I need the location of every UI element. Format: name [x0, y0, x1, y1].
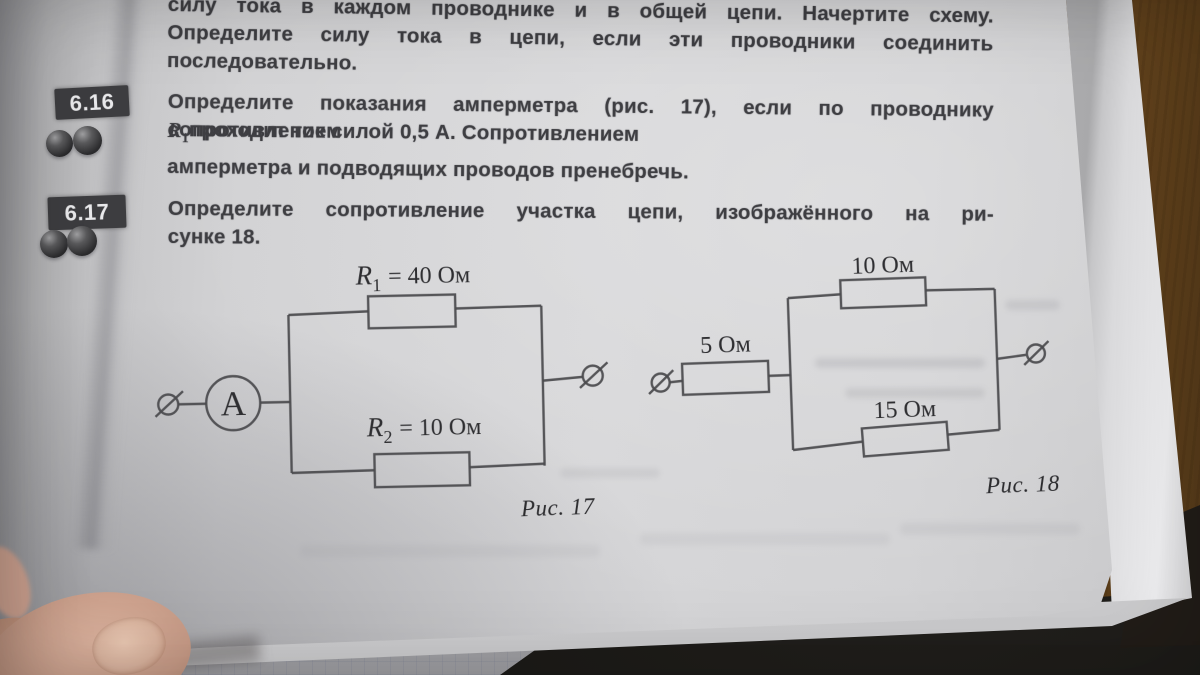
resistor-5ohm-label: 5 Ом — [700, 331, 751, 359]
resistor-r1 — [366, 293, 457, 330]
wire — [291, 469, 375, 475]
wire — [287, 314, 293, 473]
resistor-15ohm-label: 15 Ом — [873, 396, 936, 424]
problem-number-badge-616: 6.16 — [54, 85, 130, 120]
wire — [947, 428, 1000, 436]
bleedthrough-smudge — [815, 358, 985, 368]
wire — [260, 400, 291, 404]
wire — [787, 293, 841, 300]
bleedthrough-smudge — [640, 533, 890, 545]
bleedthrough-smudge — [900, 523, 1080, 535]
bleedthrough-smudge — [845, 388, 985, 398]
wire — [993, 288, 1001, 430]
wire — [925, 287, 995, 292]
resistor-10ohm — [838, 276, 928, 310]
terminal-icon — [1025, 343, 1047, 364]
terminal-slash — [648, 369, 675, 395]
wire — [669, 379, 683, 384]
terminal-slash — [154, 390, 184, 418]
wire — [542, 375, 583, 382]
bleedthrough-smudge — [560, 468, 660, 478]
resistor-10ohm-label: 10 Ом — [851, 252, 914, 280]
terminal-slash — [579, 361, 609, 389]
figure-17-caption: Рис. 17 — [520, 493, 596, 522]
figure-18-caption: Рис. 18 — [985, 470, 1061, 499]
difficulty-dot — [67, 226, 97, 256]
figure-18-circuit: 5 Ом 10 Ом 15 Ом — [648, 252, 1050, 458]
wire — [178, 402, 207, 406]
wire — [455, 304, 542, 310]
resistor-5ohm — [680, 359, 771, 397]
terminal-icon — [650, 372, 671, 393]
text-fragment: проходит ток силой 0,5 А. Сопротивлением — [188, 118, 640, 146]
terminal-slash — [1023, 340, 1050, 366]
difficulty-dot — [73, 126, 102, 155]
wire — [768, 373, 791, 378]
terminal-icon — [581, 364, 604, 387]
resistor-r2 — [373, 451, 472, 489]
difficulty-dot — [46, 130, 73, 157]
difficulty-dot — [40, 230, 68, 258]
continuation-text: силу тока в каждом проводнике и в общей … — [167, 0, 994, 87]
wire — [540, 305, 546, 466]
ammeter-label: A — [220, 384, 247, 424]
problem-616-text: Определите показания амперметра (рис. 17… — [167, 88, 994, 190]
wire — [288, 310, 369, 317]
bleedthrough-smudge — [1005, 300, 1060, 310]
wire — [996, 353, 1027, 361]
resistor-15ohm — [860, 420, 951, 458]
bleedthrough-smudge — [300, 545, 600, 557]
wire — [469, 462, 545, 469]
wire — [786, 298, 795, 451]
problem-number-badge-617: 6.17 — [47, 194, 127, 231]
wire — [792, 440, 863, 452]
